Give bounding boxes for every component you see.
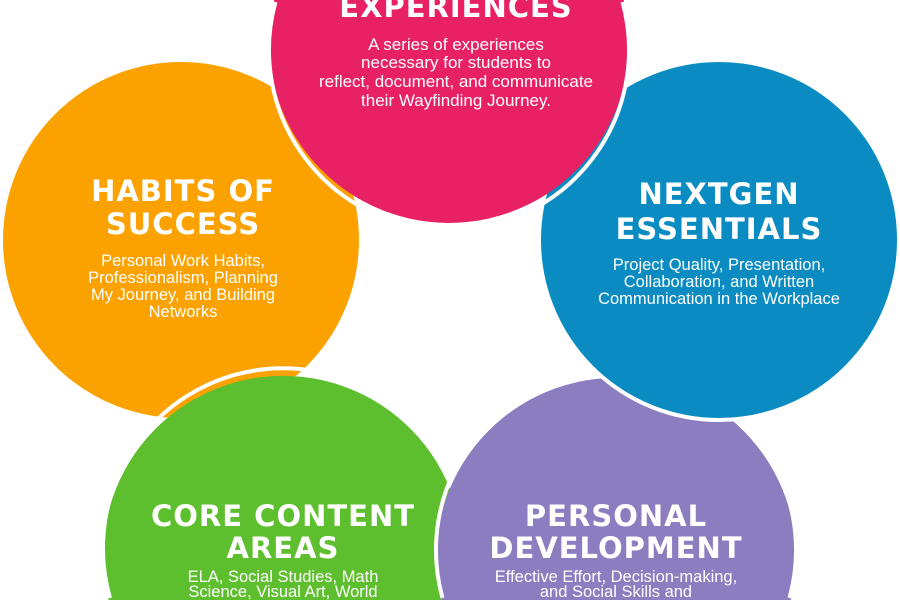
habits-body-line-1: Personal Work Habits, <box>101 252 265 270</box>
habits-body-line-3: My Journey, and Building <box>91 286 275 304</box>
experiences-body-line-1: A series of experiences <box>368 35 544 54</box>
core-title-line-1: CORE CONTENT <box>151 499 415 533</box>
core-body-line-1: ELA, Social Studies, Math <box>188 568 379 586</box>
nextgen-essentials-circle: NEXTGEN ESSENTIALS Project Quality, Pres… <box>537 58 900 422</box>
experiences-title: EXPERIENCES <box>339 0 572 24</box>
nextgen-title-line-2: ESSENTIALS <box>616 212 823 246</box>
experiences-body-line-3: reflect, document, and communicate <box>319 72 593 91</box>
personal-title-line-1: PERSONAL <box>525 499 707 533</box>
experiences-body-line-4: their Wayfinding Journey. <box>361 91 551 110</box>
habits-title-line-2: SUCCESS <box>106 207 260 241</box>
personal-development-circle: PERSONAL DEVELOPMENT Effective Effort, D… <box>434 368 798 600</box>
personal-title-line-2: DEVELOPMENT <box>489 531 742 565</box>
experiences-circle: EXPERIENCES A series of experiences nece… <box>267 0 631 232</box>
habits-body-line-4: Networks <box>149 303 218 321</box>
experiences-body-line-2: necessary for students to <box>361 53 551 72</box>
personal-body-line-2: and Social Skills and <box>540 583 692 600</box>
core-title-line-2: AREAS <box>227 531 340 565</box>
nextgen-body-line-1: Project Quality, Presentation, <box>613 256 825 274</box>
nextgen-body-line-2: Collaboration, and Written <box>624 273 814 291</box>
core-circle-shape <box>103 375 463 600</box>
experiences-circle-shape <box>269 0 629 223</box>
nextgen-circle-shape <box>537 58 900 422</box>
habits-body-line-2: Professionalism, Planning <box>88 269 278 287</box>
nextgen-body-line-3: Communication in the Workplace <box>598 290 840 308</box>
habits-of-success-circle: HABITS OF SUCCESS Personal Work Habits, … <box>0 58 363 422</box>
experiences-circle-outline <box>267 1 631 232</box>
core-content-areas-circle: CORE CONTENT AREAS ELA, Social Studies, … <box>101 366 465 600</box>
core-body-line-2: Science, Visual Art, World <box>188 583 377 600</box>
habits-title-line-1: HABITS OF <box>91 174 275 208</box>
nextgen-title-line-1: NEXTGEN <box>638 177 799 211</box>
personal-body-line-1: Effective Effort, Decision-making, <box>495 568 737 586</box>
personal-circle-shape <box>435 377 796 600</box>
